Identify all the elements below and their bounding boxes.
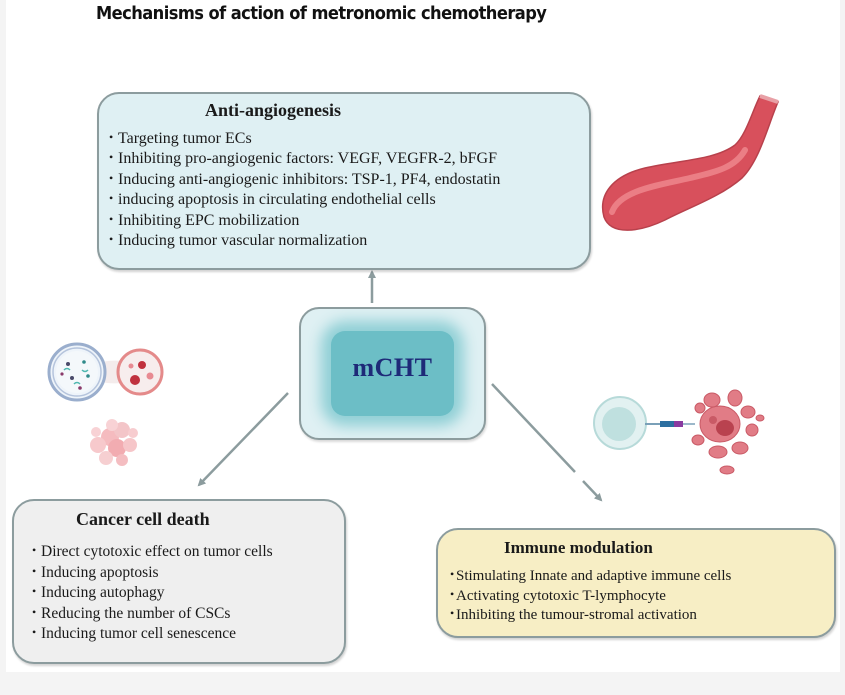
anti-angiogenesis-box: Anti-angiogenesis •Targeting tumor ECs •… [97, 92, 591, 270]
list-item: •Activating cytotoxic T-lymphocyte [450, 586, 666, 604]
immune-modulation-list: •Stimulating Innate and adaptive immune … [450, 566, 731, 625]
bullet-icon: • [32, 604, 37, 619]
list-item: •Direct cytotoxic effect on tumor cells [32, 543, 273, 560]
list-item: •Inducing tumor cell senescence [32, 625, 236, 642]
bullet-icon: • [109, 191, 114, 206]
bullet-icon: • [32, 625, 37, 639]
bullet-icon: • [450, 586, 455, 601]
list-item: •Inducing autophagy [32, 584, 165, 601]
list-item: •Reducing the number of CSCs [32, 604, 231, 622]
list-item: •Inducing tumor vascular normalization [109, 232, 368, 250]
list-item: •Targeting tumor ECs [109, 130, 252, 147]
anti-angiogenesis-list: •Targeting tumor ECs •Inhibiting pro-ang… [109, 128, 500, 250]
cancer-cell-death-heading: Cancer cell death [76, 509, 210, 529]
list-item: •Inhibiting the tumour-stromal activatio… [450, 606, 697, 623]
bullet-icon: • [109, 130, 114, 144]
list-item: •inducing apoptosis in circulating endot… [109, 191, 436, 209]
list-item: •Inhibiting pro-angiogenic factors: VEGF… [109, 150, 497, 168]
bullet-icon: • [109, 150, 114, 165]
t-cell-attack-icon [593, 389, 765, 475]
bullet-icon: • [109, 211, 114, 226]
immune-modulation-box: Immune modulation •Stimulating Innate an… [436, 528, 836, 638]
mcht-label: mCHT [352, 353, 433, 382]
bullet-icon: • [32, 543, 37, 557]
list-item: •Inducing anti-angiogenic inhibitors: TS… [109, 170, 501, 188]
cell-division-icon [47, 342, 164, 402]
bullet-icon: • [109, 170, 114, 185]
arrow-to-immune-modulation [491, 383, 576, 473]
list-item: •Inhibiting EPC mobilization [109, 211, 300, 229]
arrow-to-immune-modulation-tip [582, 480, 603, 502]
mcht-center-box: mCHT [299, 307, 486, 440]
list-item: •Inducing apoptosis [32, 563, 159, 581]
list-item: •Stimulating Innate and adaptive immune … [450, 567, 732, 584]
immune-modulation-heading: Immune modulation [504, 538, 653, 557]
mcht-glow [331, 331, 454, 416]
bullet-icon: • [109, 232, 114, 247]
bullet-icon: • [450, 567, 455, 581]
bullet-icon: • [32, 584, 37, 598]
bullet-icon: • [32, 563, 37, 578]
figure-title: Mechanisms of action of metronomic chemo… [96, 4, 547, 24]
tumor-cluster-icon [90, 419, 138, 466]
bullet-icon: • [450, 606, 455, 620]
cancer-cell-death-box: Cancer cell death •Direct cytotoxic effe… [12, 499, 346, 664]
blood-vessel-icon [601, 94, 780, 231]
cancer-cell-death-list: •Direct cytotoxic effect on tumor cells … [32, 541, 273, 644]
arrow-to-cancer-cell-death [197, 392, 289, 487]
anti-angiogenesis-heading: Anti-angiogenesis [205, 100, 342, 120]
